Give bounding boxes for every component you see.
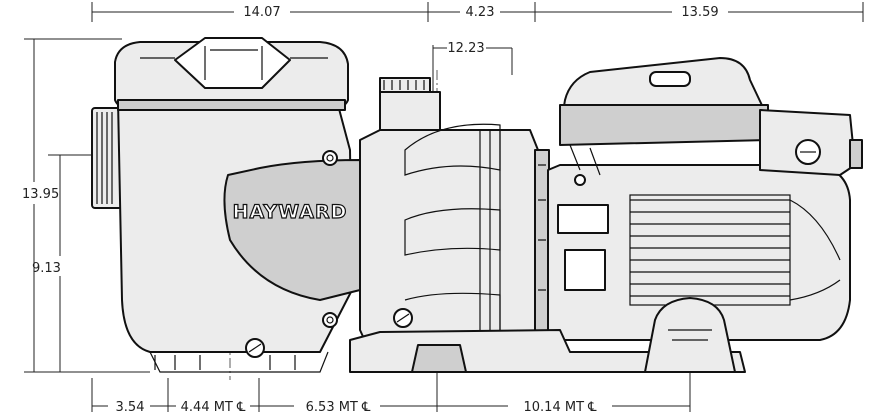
dimension-mount-2: 6.53 MT ℄: [306, 400, 371, 415]
dimension-mount-3: 10.14 MT ℄: [524, 400, 598, 415]
motor-flange: [534, 149, 550, 341]
dimension-inlet-offset: 3.54: [116, 400, 145, 415]
dimension-mount-1: 4.44 MT ℄: [181, 400, 246, 415]
variable-speed-drive: [559, 57, 863, 186]
dimension-housing-width: 4.23: [466, 5, 495, 20]
dimension-overall-pump-length: 14.07: [243, 5, 280, 20]
brand-plate: HAYWARD: [223, 159, 361, 301]
bottom-dimensions: 3.54 4.44 MT ℄ 6.53 MT ℄ 10.14 MT ℄: [91, 360, 691, 415]
top-dimensions: 14.07 4.23 13.59: [91, 2, 864, 22]
pump-assembly: HAYWARD: [91, 37, 863, 373]
strainer-bolts: [245, 150, 338, 358]
dimension-motor-length: 13.59: [681, 5, 718, 20]
pump-housing: [359, 77, 541, 353]
pump-base: [349, 297, 746, 373]
left-dimensions: 13.95 9.13: [22, 38, 150, 373]
inner-dimension: 12.23: [432, 41, 513, 100]
strainer-lid: [114, 37, 349, 111]
dimension-inlet-height: 9.13: [32, 261, 61, 276]
dimension-overall-height: 13.95: [22, 187, 59, 202]
dimension-height-to-port: 12.23: [447, 41, 484, 56]
brand-logo: HAYWARD: [233, 201, 348, 223]
